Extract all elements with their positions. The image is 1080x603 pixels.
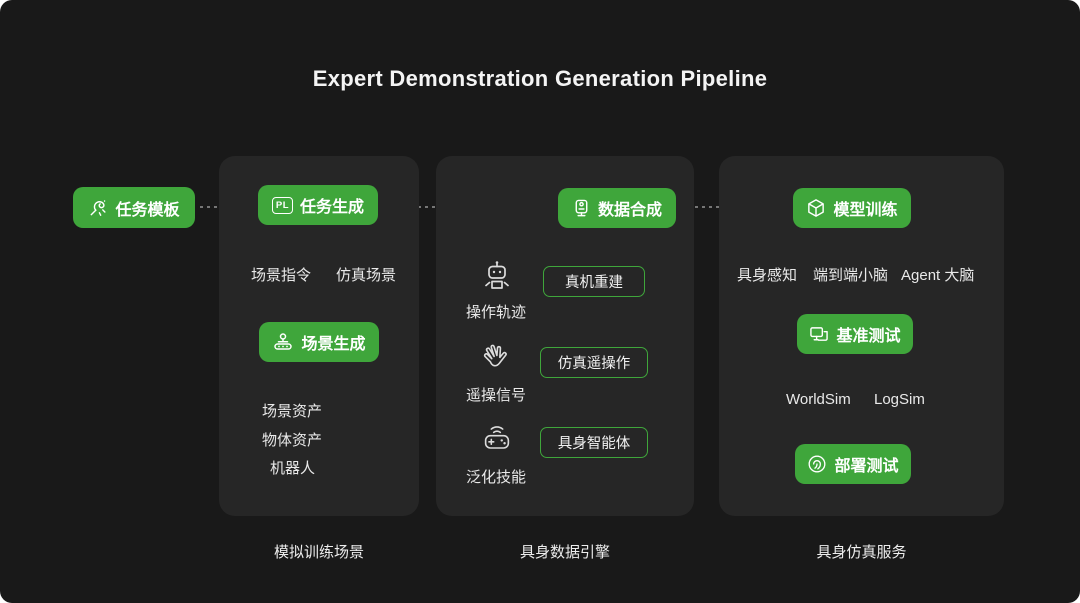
caption-simulation-training-scene: 模拟训练场景: [273, 544, 364, 561]
glove-icon: [477, 338, 517, 378]
scene-generation-label: 场景生成: [301, 336, 366, 353]
real-machine-reconstruction-box[interactable]: 真机重建: [543, 266, 645, 297]
deployment-test-label: 部署测试: [834, 458, 899, 475]
embodied-agent-box[interactable]: 具身智能体: [540, 427, 648, 458]
data-synthesis-button[interactable]: 数据合成: [558, 188, 676, 228]
controller-icon: [477, 419, 517, 459]
sim-scene-label: 仿真场景: [335, 267, 396, 284]
task-generation-label: 任务生成: [299, 199, 364, 216]
pl-badge-icon: PL: [271, 196, 293, 214]
sim-teleoperation-box[interactable]: 仿真遥操作: [540, 347, 648, 378]
seal-icon: [807, 454, 827, 474]
logsim-label: LogSim: [874, 391, 925, 408]
caption-embodied-sim-service: 具身仿真服务: [816, 544, 907, 561]
operation-trajectory-label: 操作轨迹: [465, 304, 526, 321]
scene-generation-button[interactable]: 场景生成: [259, 322, 379, 362]
worldsim-label: WorldSim: [786, 391, 851, 408]
embodied-perception-label: 具身感知: [737, 267, 798, 284]
monitor-icon: [809, 325, 829, 344]
task-generation-button[interactable]: PL 任务生成: [258, 185, 378, 225]
recorder-icon: [572, 199, 591, 218]
task-template-label: 任务模板: [115, 201, 180, 219]
benchmark-test-label: 基准测试: [836, 328, 901, 345]
model-training-button[interactable]: 模型训练: [793, 188, 911, 228]
teleop-signal-label: 遥操信号: [465, 387, 526, 404]
agent-brain-label: Agent 大脑: [901, 267, 975, 284]
caption-embodied-data-engine: 具身数据引擎: [519, 544, 610, 561]
robot-conveyor-icon: [272, 332, 294, 353]
robot-icon: [477, 256, 517, 298]
benchmark-test-button[interactable]: 基准测试: [797, 314, 913, 354]
generalized-skill-label: 泛化技能: [465, 469, 526, 486]
robot-assets-label: 机器人: [270, 460, 316, 477]
task-template-button[interactable]: 任务模板: [73, 187, 195, 228]
cube-icon: [806, 198, 826, 218]
scene-command-label: 场景指令: [250, 267, 311, 284]
sparkle-icon: [88, 198, 108, 218]
scene-assets-label: 场景资产: [262, 403, 323, 420]
deployment-test-button[interactable]: 部署测试: [795, 444, 911, 484]
model-training-label: 模型训练: [833, 202, 898, 219]
data-synthesis-label: 数据合成: [597, 202, 662, 219]
end-to-end-cerebellum-label: 端到端小脑: [813, 267, 889, 284]
object-assets-label: 物体资产: [262, 432, 323, 449]
diagram-title: Expert Demonstration Generation Pipeline: [312, 66, 768, 91]
